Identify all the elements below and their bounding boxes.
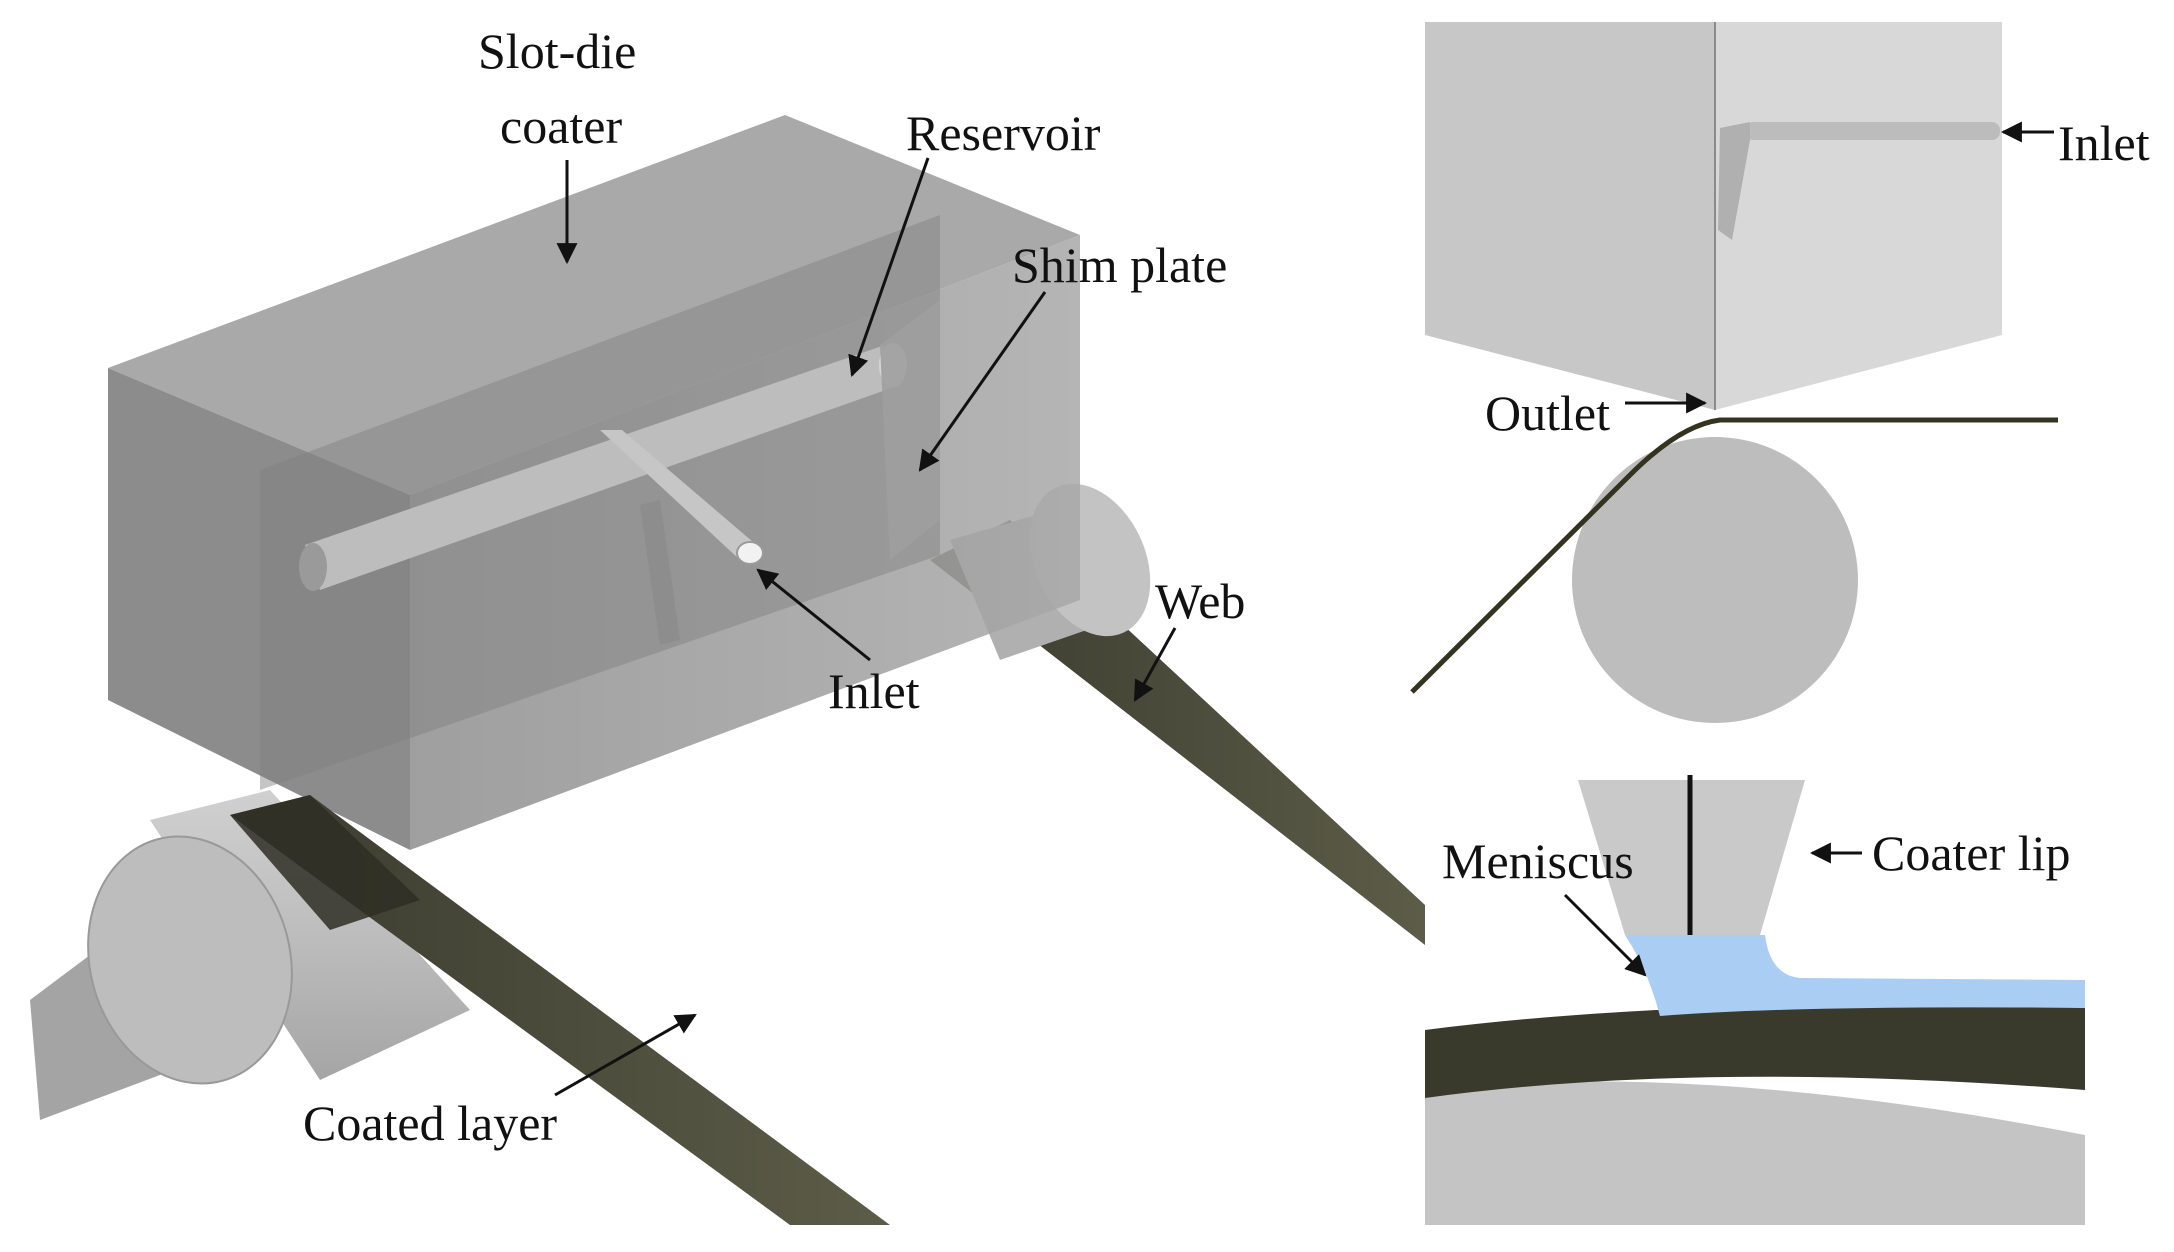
- label-reservoir: Reservoir: [906, 105, 1101, 161]
- detail-web: [1425, 1004, 2085, 1098]
- arrow-shim-plate: [918, 291, 1047, 472]
- detail-roller: [1425, 1081, 2085, 1225]
- coater-cavity-shading: [260, 215, 940, 790]
- isometric-view: Slot-die coater Reservoir Shim plate Inl…: [30, 23, 1425, 1225]
- label-slot-die-coater-line1: Slot-die: [478, 23, 636, 79]
- side-coater-left: [1425, 22, 1715, 410]
- detail-coating-liquid: [1625, 935, 2085, 1016]
- inlet-tube: [600, 430, 764, 645]
- side-view: Inlet Outlet: [1410, 22, 2150, 723]
- arrow-inlet-main: [756, 568, 871, 662]
- arrow-coated-layer: [554, 1013, 697, 1097]
- side-coater-right: [1715, 22, 2002, 410]
- arrow-web: [1133, 627, 1177, 702]
- coater-left-face: [108, 368, 410, 850]
- meniscus-detail: Meniscus Coater lip: [1425, 775, 2085, 1225]
- label-slot-die-coater-line2: coater: [500, 98, 622, 154]
- arrow-meniscus: [1563, 893, 1647, 977]
- label-coater-lip: Coater lip: [1872, 825, 2071, 881]
- side-inlet-pipe: [1718, 122, 2000, 240]
- side-web-line: [1410, 417, 2058, 694]
- shim-plate: [880, 300, 940, 560]
- coater-top-face: [108, 115, 1080, 495]
- side-roller: [1572, 437, 1858, 723]
- label-inlet-main: Inlet: [828, 663, 920, 719]
- web-wrap-front: [230, 795, 420, 930]
- label-coated-layer: Coated layer: [303, 1095, 557, 1151]
- arrow-reservoir: [848, 157, 930, 377]
- label-inlet-side: Inlet: [2058, 115, 2150, 171]
- label-outlet: Outlet: [1485, 385, 1610, 441]
- label-web: Web: [1155, 573, 1245, 629]
- label-meniscus: Meniscus: [1442, 833, 1634, 889]
- front-roller: [30, 790, 470, 1120]
- label-shim-plate: Shim plate: [1012, 237, 1227, 293]
